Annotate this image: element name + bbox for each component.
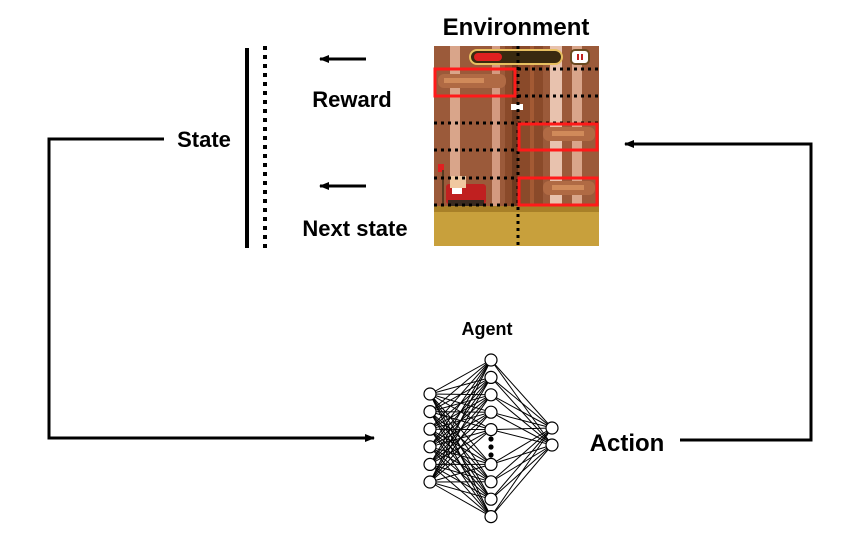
tree-trunk [505,46,543,216]
network-edge [490,427,553,465]
reward-label: Reward [312,87,391,112]
network-edge [429,359,492,448]
health-bar [469,49,563,65]
network-edge [490,427,553,500]
output-node [545,438,559,452]
hidden-node [484,457,498,471]
lumberjack-icon [438,164,486,206]
output-node [545,421,559,435]
network-edge [429,463,492,483]
hidden-node [484,370,498,384]
network-edge [429,359,492,430]
action-label: Action [590,430,665,457]
network-edge [490,427,553,517]
network-edge [490,444,553,517]
network-edge [429,359,492,412]
hidden-node [484,405,498,419]
network-ellipsis-dot [488,452,494,458]
branch-icon [543,181,595,195]
state-to-agent-arrow [47,137,375,442]
network-edge [429,411,492,483]
agent-label: Agent [462,319,513,339]
network-edge [490,411,553,429]
state-label: State [177,127,231,152]
hidden-node [484,388,498,402]
input-node [423,387,437,401]
action-to-environment-arrow [624,140,813,442]
network-edge [490,427,553,431]
network-edge [429,481,492,500]
branch-icon [543,127,595,141]
hidden-node [484,509,498,524]
branch-highlights [433,67,599,207]
hidden-node [484,492,498,506]
ground [434,206,599,246]
input-node [423,457,437,471]
input-node [423,475,437,489]
network-ellipsis-dot [488,444,494,450]
network-edge [429,359,492,465]
hidden-node [484,353,498,367]
network-edge [429,429,492,483]
pause-icon [570,49,590,65]
network-edge [490,377,553,429]
branch-icon [438,74,506,88]
network-edge [429,359,492,483]
input-node [423,440,437,454]
hidden-node [484,423,498,437]
network-edge [490,394,553,429]
environment-game-screen [433,46,599,246]
input-node [423,422,437,436]
agent-neural-network [423,353,559,524]
network-edge [429,359,492,395]
network-edge [490,427,553,483]
network-edge [429,481,492,518]
next-state-label: Next state [302,216,407,241]
environment-label: Environment [443,14,590,41]
network-ellipsis-dot [488,436,494,442]
hidden-node [484,475,498,489]
network-edge [429,377,492,483]
network-edge [490,359,553,429]
network-edge [429,394,492,483]
input-node [423,405,437,419]
